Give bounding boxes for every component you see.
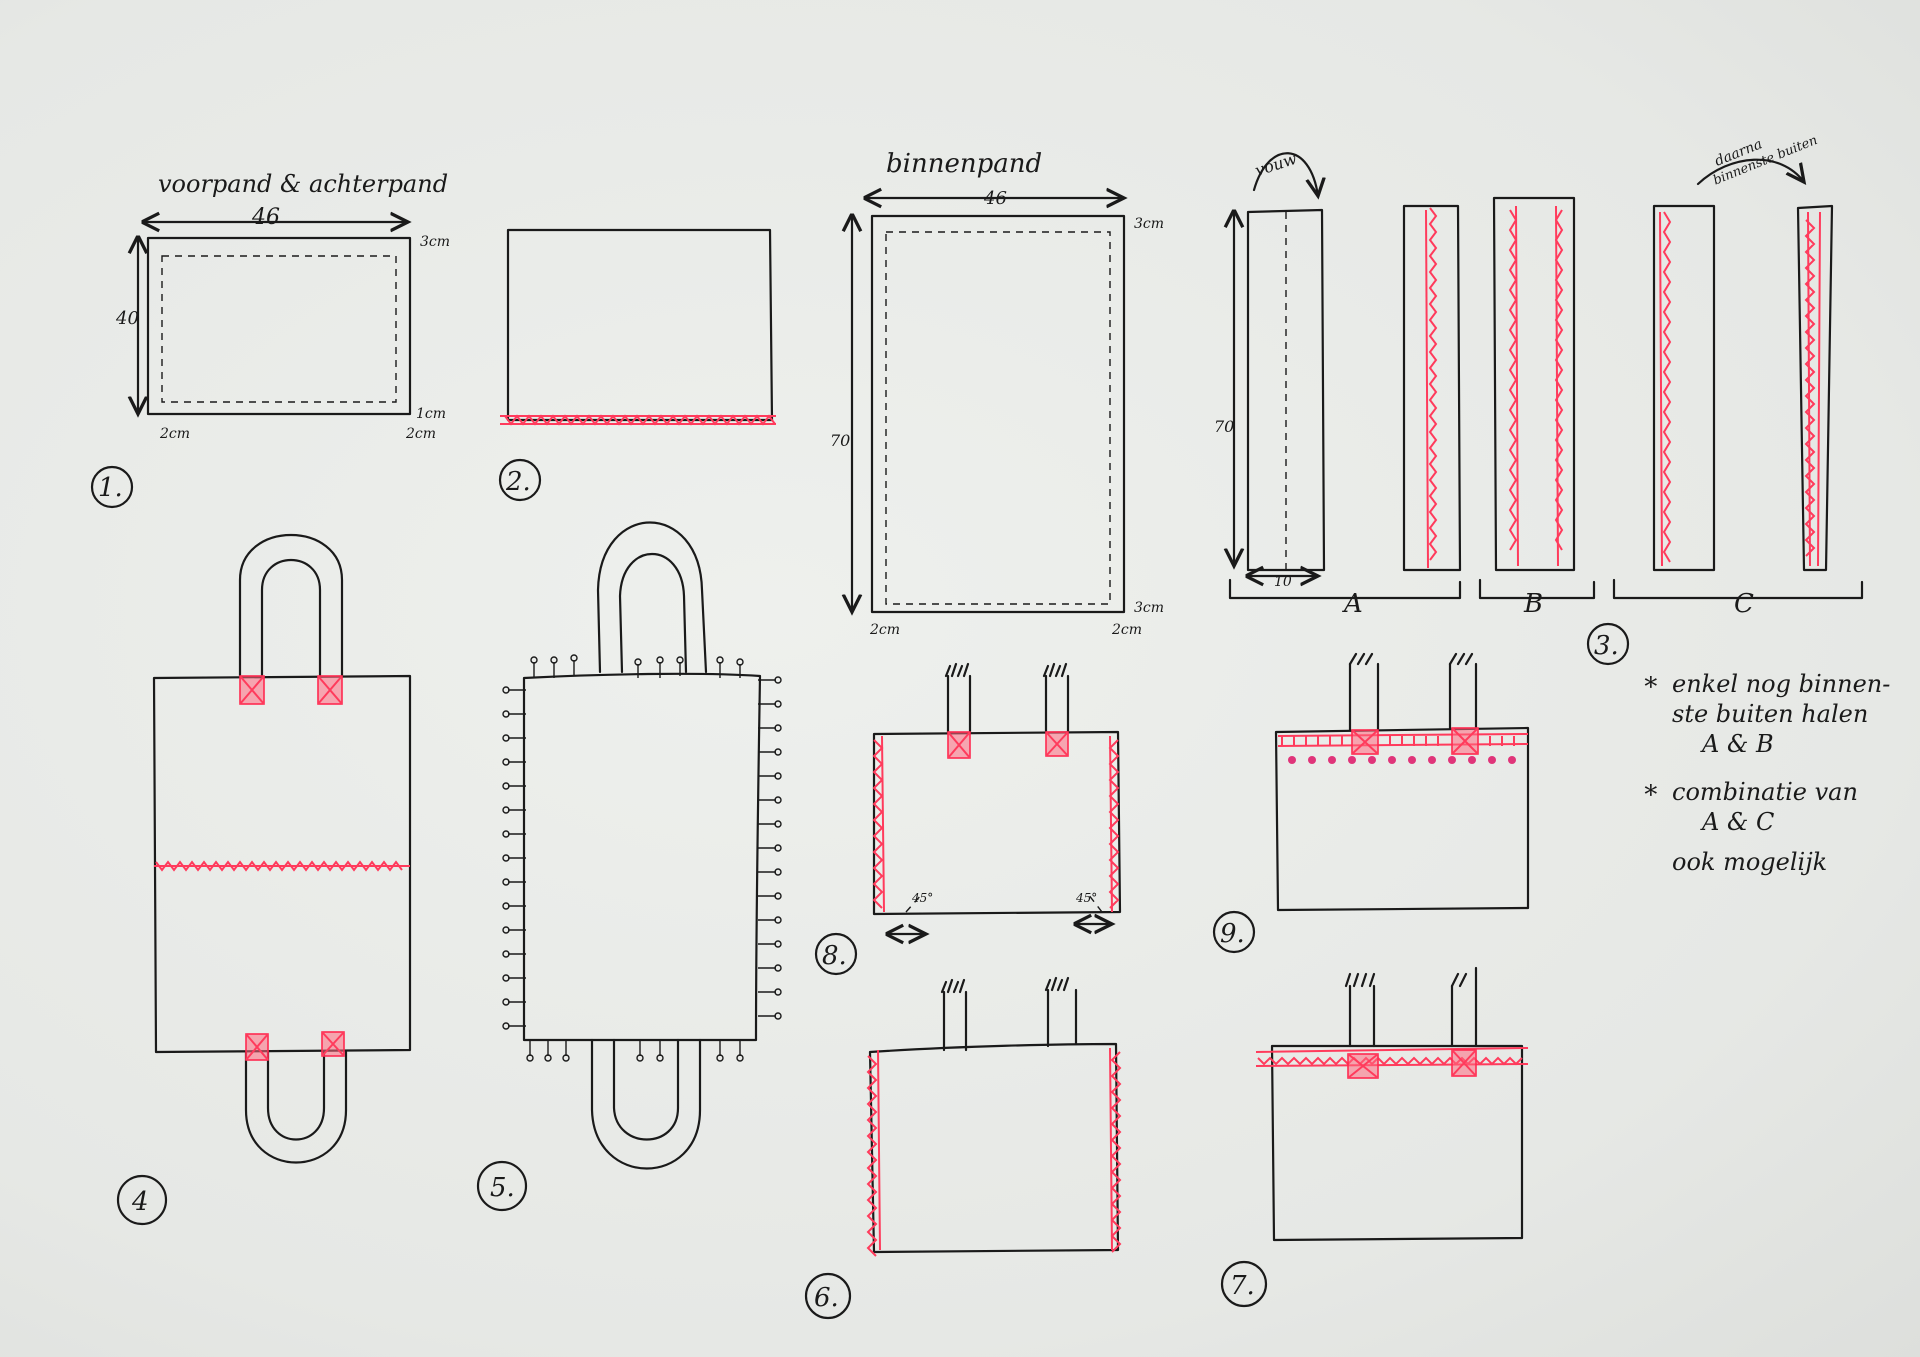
binnen-3cm-top: 3cm [1134,216,1164,232]
height-40-label: 40 [115,308,139,329]
step-5-bag-pinned: 5. [476,521,782,1212]
vouw-label: vouw [1253,149,1300,180]
step-number-2: 2. [505,467,531,497]
note-2-line-3: ook mogelijk [1672,848,1827,876]
step-number-9: 9. [1220,919,1245,949]
note-bullet-2: ∗ [1642,775,1660,805]
angle-45-right: 45° [1075,891,1097,905]
strap-70-label: 70 [1214,417,1234,436]
binnen-3cm-bottom: 3cm [1134,600,1164,616]
step-number-3: 3. [1594,631,1619,661]
note-2-line-1: combinatie van [1672,778,1858,806]
step-1-panel: voorpand & achterpand 46 40 3cm 1cm 2cm … [90,170,450,509]
margin-3cm-label: 3cm [420,234,450,250]
pins [502,654,782,1062]
group-c-label: C [1734,589,1754,619]
step-8-bag: 45° 45° 8. [814,662,1122,976]
note-2-line-2: A & C [1700,808,1774,836]
note-1-line-3: A & B [1700,730,1774,758]
binnenpand-panel: binnenpand 46 70 3cm 3cm 2cm 2cm [830,149,1164,638]
margin-2cm-left: 2cm [159,426,190,442]
binnenpand-title: binnenpand [886,149,1042,179]
note-1-line-2: ste buiten halen [1672,700,1868,728]
step-4-bag: 4 [116,534,412,1226]
group-b-label: B [1523,589,1543,619]
note-bullet-1: ∗ [1642,667,1660,697]
strap-10-label: 10 [1274,574,1292,590]
margin-2cm-right: 2cm [405,426,436,442]
notes: ∗ enkel nog binnen- ste buiten halen A &… [1642,667,1890,876]
step-2-panel: 2. [498,228,776,502]
note-1-line-1: enkel nog binnen- [1672,670,1890,698]
pin-dots [1288,756,1516,764]
step-number-5: 5. [490,1173,515,1203]
step-number-1: 1. [98,473,123,503]
step-3-straps: vouw 70 10 daarna binnenste buiten A B C [1214,133,1864,666]
voorpand-title: voorpand & achterpand [158,170,448,198]
step-number-8: 8. [822,941,847,971]
binnen-2cm-left: 2cm [869,622,900,638]
group-a-label: A [1342,589,1363,619]
step-number-6: 6. [814,1283,839,1313]
step-number-7: 7. [1230,1271,1255,1301]
step-number-4: 4 [131,1187,149,1217]
angle-45-left: 45° [911,891,933,905]
width-46-label-b: 46 [983,188,1007,209]
width-46-label: 46 [251,205,280,230]
margin-1cm-label: 1cm [416,406,446,422]
height-70-label: 70 [830,431,850,450]
binnen-2cm-right: 2cm [1111,622,1142,638]
step-7-bag: 7. [1220,966,1529,1308]
step-6-bag: 6. [804,976,1122,1320]
step-9-bag: 9. [1212,652,1530,954]
